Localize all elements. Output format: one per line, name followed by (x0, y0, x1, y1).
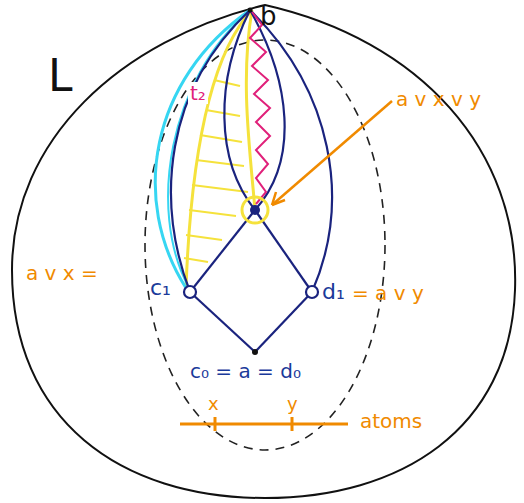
path-label: t₂ (188, 82, 208, 104)
dashed-region (145, 40, 385, 450)
join-label: a v x v y (396, 88, 481, 110)
lattice-point (248, 8, 253, 13)
lattice-point (184, 286, 196, 298)
lattice-point (250, 205, 260, 215)
lattice-outline (12, 5, 515, 498)
lattice-edges (171, 10, 332, 352)
cyan-curve (155, 10, 250, 288)
atom-label: x (208, 394, 219, 414)
cyan-curve (168, 10, 250, 286)
element-label: c₀ = a = d₀ (190, 360, 301, 382)
lattice-name: L (48, 52, 73, 100)
lattice-point (252, 349, 258, 355)
element-label: b (260, 2, 277, 31)
join-label: a v x = (26, 262, 98, 284)
element-label: d₁ (322, 280, 345, 304)
element-label: c₁ (150, 276, 171, 300)
pink-wavy-path (250, 12, 270, 204)
yellow-curve (186, 10, 252, 288)
atom-label: y (287, 394, 298, 414)
yellow-hatching (184, 80, 248, 262)
atoms-line (180, 417, 348, 431)
highlight-ring (242, 197, 268, 223)
leader-line (272, 101, 392, 205)
join-label: = a v y (352, 282, 424, 304)
arrow-head (272, 192, 285, 205)
lattice-point (306, 286, 318, 298)
axis-label: atoms (360, 410, 422, 432)
